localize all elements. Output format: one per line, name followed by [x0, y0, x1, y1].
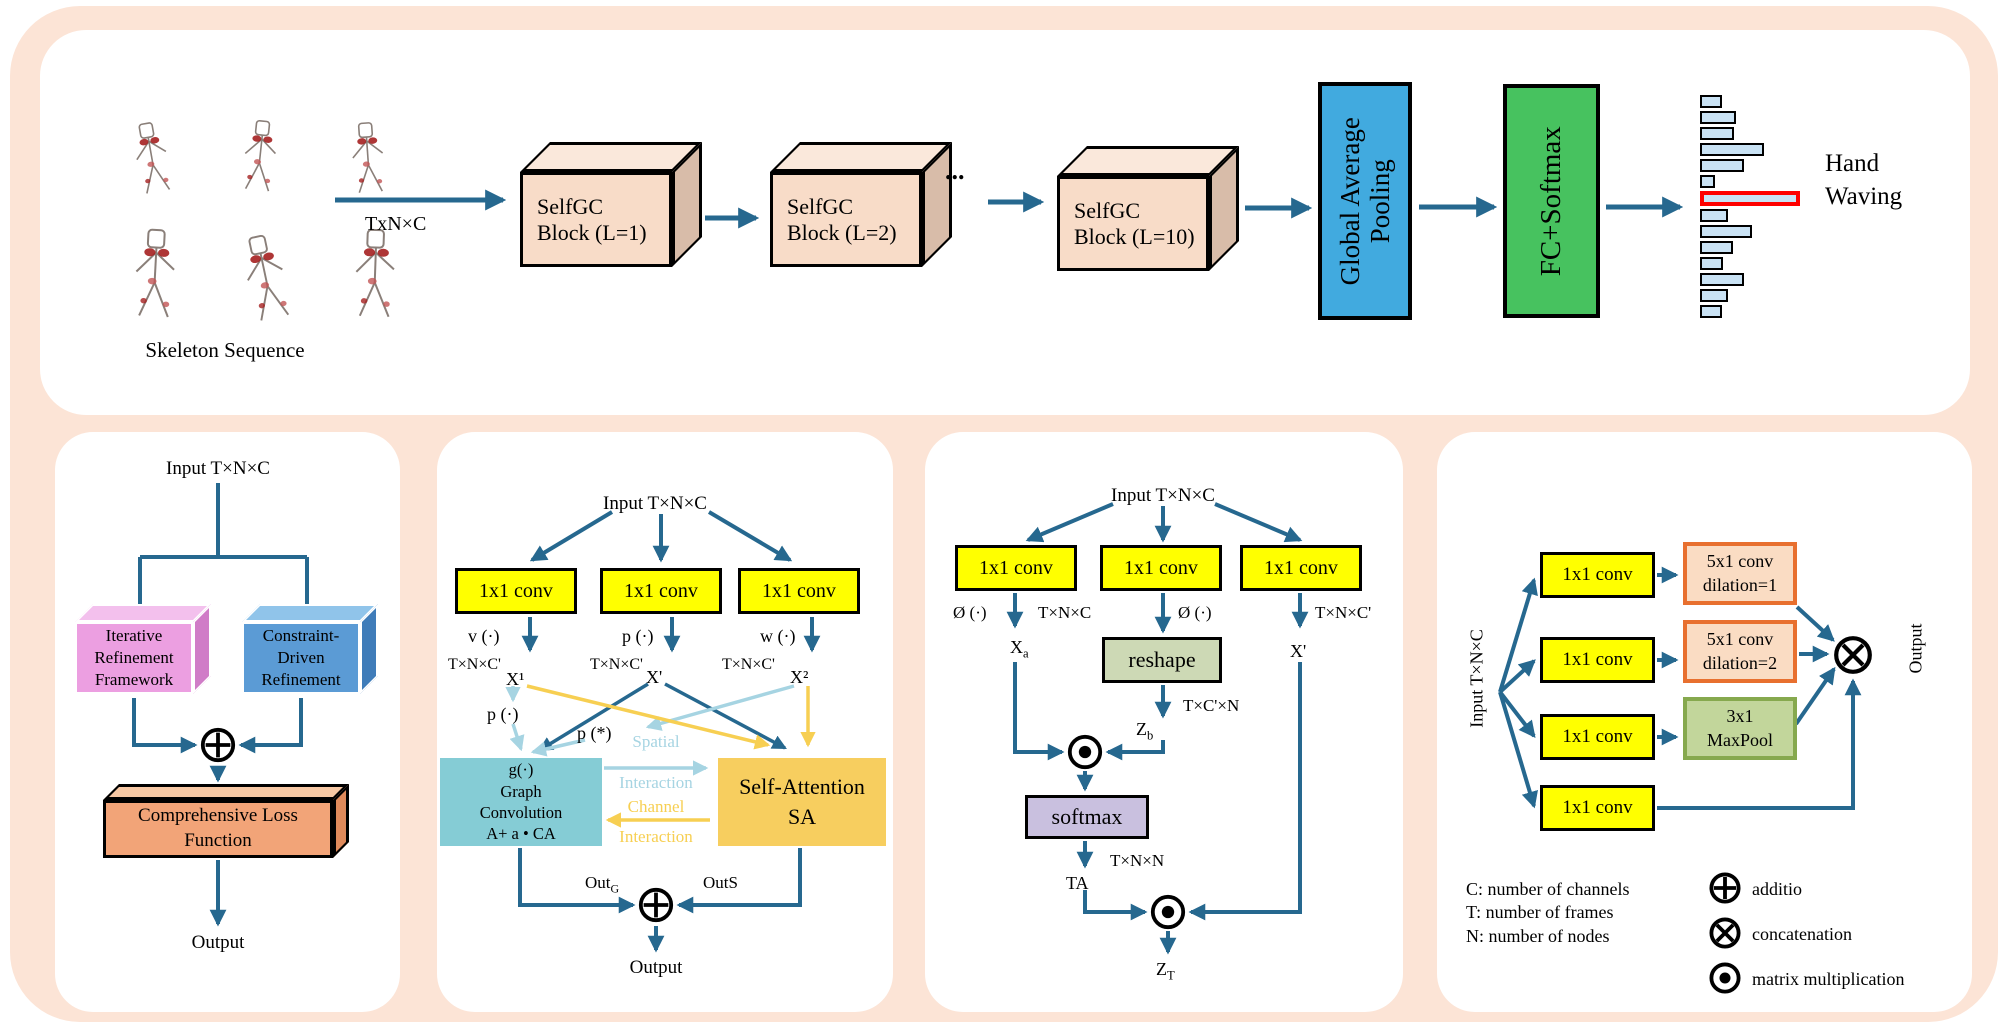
- addition-icon: [1708, 871, 1742, 905]
- addition-icon: [637, 886, 675, 924]
- concatenation-icon: [1832, 634, 1874, 676]
- class-score-histogram: [1700, 95, 1800, 321]
- p4-output-label: Output: [1905, 623, 1926, 674]
- block-label: SelfGC: [1074, 197, 1140, 223]
- class-score-bar: [1700, 143, 1764, 156]
- block-label: Block (L=2): [787, 219, 897, 245]
- addition-icon: [199, 726, 237, 764]
- p4-conv-1: 1x1 conv: [1540, 552, 1655, 598]
- block-label: SelfGC: [537, 193, 603, 219]
- dim-label: T×N×C: [1038, 603, 1092, 622]
- p3-input-label: Input T×N×C: [1111, 485, 1215, 506]
- class-score-bar: [1700, 209, 1728, 222]
- p3-conv-2: 1x1 conv: [1100, 545, 1222, 591]
- class-score-bar: [1700, 241, 1733, 254]
- class-score-bar: [1700, 257, 1723, 270]
- reshape-box: reshape: [1102, 637, 1222, 683]
- global-average-pooling-box: Global Average Pooling: [1318, 82, 1412, 320]
- p2-conv-p: 1x1 conv: [600, 568, 722, 614]
- class-score-bar: [1700, 225, 1752, 238]
- zt-label: ZT: [1156, 959, 1175, 983]
- concatenation-icon: [1708, 916, 1742, 950]
- top-pipeline-panel: [40, 30, 1970, 415]
- channel-label: Channel: [627, 797, 685, 816]
- phi-label: Ø (·): [1178, 603, 1212, 622]
- class-score-bar: [1700, 111, 1736, 124]
- spatial-label: Spatial: [632, 732, 680, 751]
- block-label: Block (L=10): [1074, 223, 1195, 249]
- concatenation-legend-label: concatenation: [1752, 924, 1852, 944]
- class-score-bar: [1700, 175, 1715, 188]
- addition-legend-label: additio: [1752, 879, 1802, 899]
- out-s-label: OutS: [703, 873, 738, 892]
- p1-input-label: Input T×N×C: [166, 458, 270, 479]
- dim-label: T×C'×N: [1183, 696, 1240, 715]
- class-score-bar: [1700, 305, 1722, 318]
- x1-label: X¹: [506, 669, 525, 689]
- gap-label-line1: Global Average: [1334, 116, 1365, 286]
- p4-conv-4: 1x1 conv: [1540, 785, 1655, 831]
- refinement-panel: [55, 432, 400, 1012]
- graph-convolution-box: g(·) Graph Convolution A+ a • CA: [440, 758, 602, 846]
- matmul-icon: [1708, 961, 1742, 995]
- p2-output-label: Output: [629, 957, 683, 978]
- p1-output-label: Output: [191, 932, 245, 953]
- p4-conv-3: 1x1 conv: [1540, 714, 1655, 760]
- matmul-legend-label: matrix multiplication: [1752, 969, 1905, 989]
- p2-conv-v: 1x1 conv: [455, 568, 577, 614]
- block-label: SelfGC: [787, 193, 853, 219]
- p4-conv-2: 1x1 conv: [1540, 637, 1655, 683]
- xprime-label: X': [646, 667, 663, 687]
- p-function-label: p (·): [622, 626, 654, 646]
- class-score-bar: [1700, 289, 1728, 302]
- dim-label: T×N×C': [1315, 603, 1372, 622]
- p4-input-label: Input T×N×C: [1466, 629, 1487, 728]
- zb-label: Zb: [1136, 719, 1154, 743]
- prediction-label: Hand Waving: [1825, 150, 1903, 210]
- spatial-interaction-label: Interaction: [619, 773, 693, 792]
- fc-softmax-label: FC+Softmax: [1535, 125, 1568, 277]
- v-function-label: v (·): [468, 626, 500, 646]
- dimension-legend: C: number of channels T: number of frame…: [1466, 879, 1630, 946]
- class-score-bar: [1700, 95, 1722, 108]
- class-score-bar: [1700, 273, 1744, 286]
- self-attention-box: Self-Attention SA: [718, 758, 886, 846]
- dim-label: T×N×C': [590, 656, 643, 673]
- ellipsis: ...: [945, 156, 965, 185]
- channel-interaction-label: Interaction: [619, 827, 693, 846]
- p2-input-label: Input T×N×C: [603, 493, 707, 514]
- xprime-label: X': [1290, 641, 1307, 661]
- w-function-label: w (·): [760, 626, 796, 646]
- input-dimension-label: TxN×C: [365, 213, 427, 235]
- xa-label: Xa: [1010, 637, 1029, 661]
- dim-label: T×N×C': [722, 656, 775, 673]
- class-score-bar: [1700, 127, 1734, 140]
- dim-label: T×N×N: [1110, 851, 1165, 870]
- x2-label: X²: [790, 667, 809, 687]
- ta-label: TA: [1066, 873, 1089, 893]
- p-star-label: p (*): [577, 723, 612, 743]
- matmul-icon: [1149, 893, 1187, 931]
- dim-label: T×N×C': [448, 656, 501, 673]
- block-label: Block (L=1): [537, 219, 647, 245]
- out-g-label: OutG: [585, 873, 620, 896]
- fc-softmax-box: FC+Softmax: [1503, 84, 1600, 318]
- p3-conv-3: 1x1 conv: [1240, 545, 1362, 591]
- matmul-icon: [1066, 733, 1104, 771]
- softmax-box: softmax: [1025, 795, 1149, 839]
- predicted-class-bar: [1700, 191, 1800, 206]
- class-score-bar: [1700, 159, 1744, 172]
- p3-conv-1: 1x1 conv: [955, 545, 1077, 591]
- p2-conv-w: 1x1 conv: [738, 568, 860, 614]
- p-dot-label: p (·): [487, 704, 519, 724]
- skeleton-caption: Skeleton Sequence: [145, 338, 305, 362]
- phi-label: Ø (·): [953, 603, 987, 622]
- gap-label-line2: Pooling: [1365, 158, 1395, 244]
